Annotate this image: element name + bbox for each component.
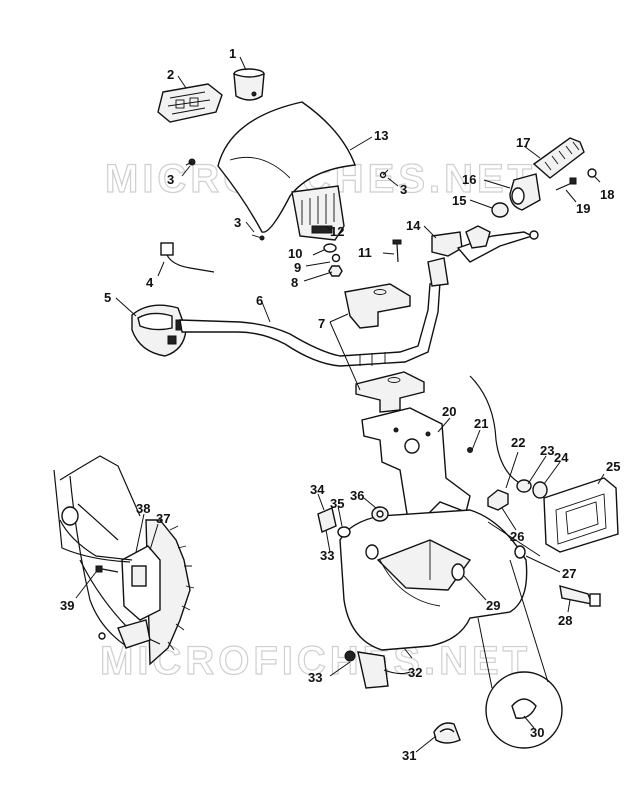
- part-1-gauge: [233, 68, 265, 101]
- brake-caliper: [98, 619, 151, 649]
- callout-3b: 3: [400, 182, 407, 197]
- callout-5: 5: [104, 290, 111, 305]
- callout-16: 16: [462, 172, 476, 187]
- callout-17: 17: [516, 135, 530, 150]
- part-4-connector: [160, 242, 215, 273]
- callout-14: 14: [406, 218, 421, 233]
- callout-26: 26: [510, 529, 524, 544]
- part-28-bulb: [559, 585, 601, 607]
- callout-20: 20: [442, 404, 456, 419]
- callout-21: 21: [474, 416, 488, 431]
- callout-38: 38: [136, 501, 150, 516]
- part-11-bolt: [392, 239, 402, 263]
- part-39-bolt: [95, 565, 119, 573]
- part-17-grip: [532, 137, 585, 179]
- part-31-clip: [433, 722, 461, 744]
- speedo-cable: [467, 375, 548, 511]
- part-27-oring: [514, 545, 526, 559]
- part-5-switch-housing: [131, 304, 187, 357]
- leader-lines: [75, 56, 605, 753]
- part-14-brake-lever: [431, 225, 539, 263]
- part-32-headlight-housing: [339, 509, 528, 651]
- part-34-switch: [317, 507, 337, 533]
- callout-30: 30: [530, 725, 544, 740]
- callout-1: 1: [229, 46, 236, 61]
- callout-19: 19: [576, 201, 590, 216]
- callout-9: 9: [294, 260, 301, 275]
- callout-6: 6: [256, 293, 263, 308]
- small-hardware: [185, 158, 389, 277]
- part-36-grommet: [371, 506, 389, 522]
- part-6-handlebar: [179, 257, 449, 367]
- part-18-cap: [587, 168, 597, 178]
- callout-24: 24: [554, 450, 569, 465]
- callout-11: 11: [358, 245, 372, 260]
- part-13-windshield: [217, 101, 356, 233]
- callout-34: 34: [310, 482, 325, 497]
- part-16-throttle-housing: [509, 173, 541, 211]
- callout-22: 22: [511, 435, 525, 450]
- part-35-switch-body: [337, 526, 351, 538]
- part-7-upper-clamp: [344, 283, 411, 329]
- callout-3c: 3: [234, 215, 241, 230]
- callout-12: 12: [330, 224, 344, 239]
- callout-35: 35: [330, 496, 344, 511]
- part-29-bulb-socket: [451, 563, 465, 581]
- callout-18: 18: [600, 187, 614, 202]
- part-15-spacer: [491, 202, 509, 218]
- frame-tubes: [53, 455, 161, 647]
- callout-33a: 33: [320, 548, 334, 563]
- part-33-bottom-switch: [344, 650, 411, 689]
- callout-23: 23: [540, 443, 554, 458]
- callout-25: 25: [606, 459, 620, 474]
- part-19-screw: [555, 177, 577, 191]
- callout-39: 39: [60, 598, 74, 613]
- callout-7: 7: [318, 316, 325, 331]
- callout-labels: 1 2 3 3 3 4 5 6 7 8 9 10 11 12 13 14 15 …: [60, 46, 620, 763]
- callout-10: 10: [288, 246, 302, 261]
- part-2-pod: [157, 83, 223, 123]
- callout-37: 37: [156, 511, 170, 526]
- callout-31: 31: [402, 748, 416, 763]
- part-12-bracket: [291, 185, 345, 241]
- part-25-headlamp: [543, 477, 619, 553]
- callout-32: 32: [408, 665, 422, 680]
- callout-13: 13: [374, 128, 388, 143]
- callout-4: 4: [146, 275, 154, 290]
- callout-3a: 3: [167, 172, 174, 187]
- callout-2: 2: [167, 67, 174, 82]
- part-26-leader-line: [487, 521, 541, 557]
- callout-15: 15: [452, 193, 466, 208]
- callout-29: 29: [486, 598, 500, 613]
- part-30-detail-view: [477, 559, 563, 749]
- callout-28: 28: [558, 613, 572, 628]
- callout-33b: 33: [308, 670, 322, 685]
- part-7-lower-clamp: [355, 371, 425, 413]
- callout-8: 8: [291, 275, 298, 290]
- callout-27: 27: [562, 566, 576, 581]
- callout-36: 36: [350, 488, 364, 503]
- part-38-hub: [121, 545, 161, 621]
